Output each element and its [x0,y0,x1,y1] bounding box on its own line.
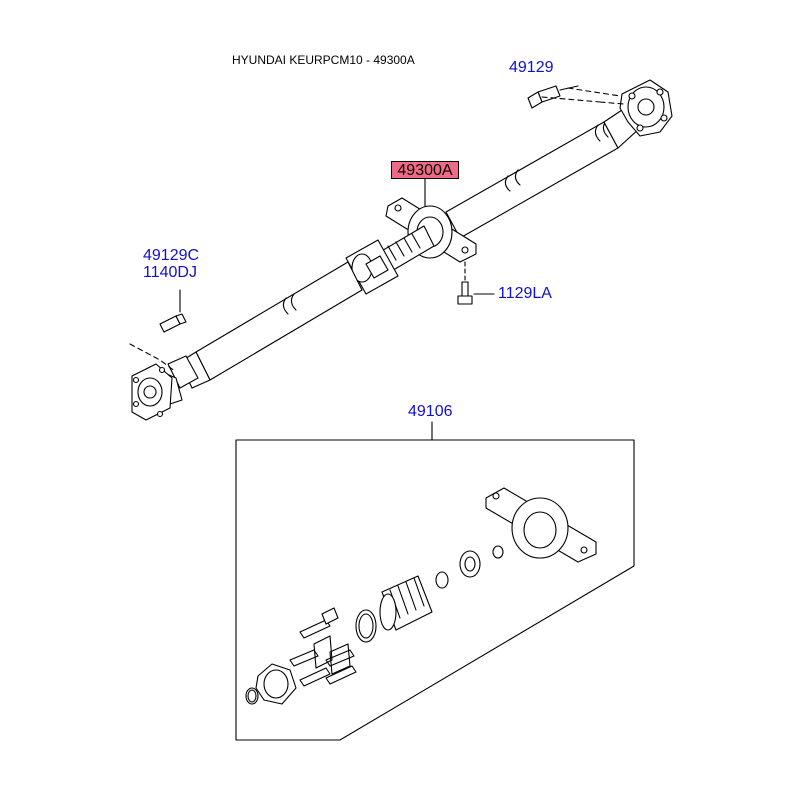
kit-box [235,439,635,741]
kit-gasket [255,663,297,705]
label-bolt-49129[interactable]: 49129 [509,59,554,76]
label-bolt-49129c[interactable]: 49129C [143,247,200,264]
bolt-49129c [129,289,187,373]
kit-clamp [355,609,377,643]
kit-bolts [289,607,357,687]
label-assembly-49300a[interactable]: 49300A [391,161,459,179]
kit-snap-ring [492,545,504,559]
slip-joint [345,239,399,295]
rear-tube [445,105,641,239]
diagram-title: HYUNDAI KEURPCM10 - 49300A [232,53,415,67]
rear-flex-coupling [619,79,673,137]
front-universal-joint [131,355,199,421]
kit-o-ring [245,687,259,705]
label-bolt-1140dj[interactable]: 1140DJ [143,264,197,281]
center-bearing [385,197,477,263]
label-bolt-1129la[interactable]: 1129LA [498,285,552,302]
bolt-1129la [457,261,495,305]
kit-boot [379,575,433,631]
bolt-49129 [527,85,625,109]
kit-ring [435,571,449,589]
kit-bearing-bracket [485,487,597,563]
kit-washer [459,550,481,578]
front-tube [179,261,363,389]
label-kit-49106[interactable]: 49106 [408,403,453,420]
